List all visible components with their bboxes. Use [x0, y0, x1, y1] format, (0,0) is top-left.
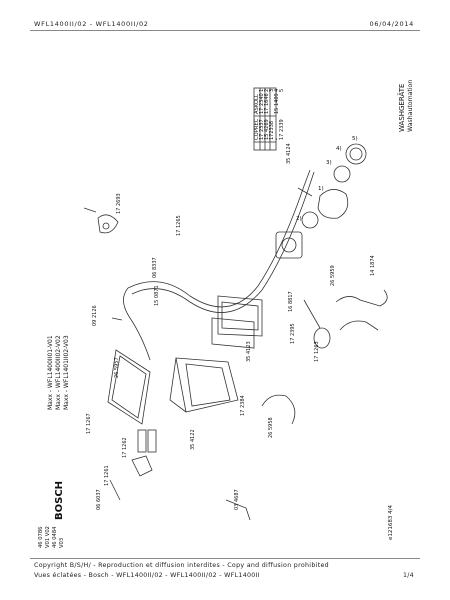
- table-row-2-num: 2: [264, 89, 270, 92]
- part-label: 09 2126: [92, 305, 98, 326]
- drawing-id: e121683 4/4: [388, 505, 394, 540]
- footer-divider: [30, 558, 420, 559]
- part-label: 17 1265: [176, 215, 182, 236]
- fd-code-1: 46 0786: [38, 527, 44, 548]
- product-group-en: Washautomation: [407, 80, 414, 132]
- part-label: 17 1263: [314, 341, 320, 362]
- table-row-1-num: 1: [259, 89, 265, 92]
- fd-code-3: 46 0484: [52, 526, 58, 548]
- part-label: 35 4123: [246, 341, 252, 362]
- dispenser-housing: [169, 357, 239, 413]
- valve-assembly: [83, 207, 119, 234]
- footer-subtitle: Vues éclatées - Bosch - WFL1400II/02 - W…: [34, 572, 260, 579]
- model-line-3: Maxx - WFL1401II02-V03: [63, 335, 70, 410]
- product-group-de: WASHGERÄTE: [397, 84, 406, 132]
- part-label: 35 4124: [286, 143, 292, 164]
- table-header-coprec: COPREC: [254, 118, 260, 140]
- part-label: 17 1262: [122, 437, 128, 458]
- fd-code-2: V01 V02: [45, 526, 51, 548]
- table-row-3-num: 3: [269, 89, 275, 92]
- callout-5: 5): [352, 136, 358, 142]
- table-row-1-askoll: 17 2340: [259, 93, 265, 114]
- table-header-askoll: ASKOLL: [254, 94, 260, 114]
- callout-1: 1): [318, 186, 324, 192]
- callout-3: 3): [326, 160, 332, 166]
- part-label: 17 1267: [86, 413, 92, 434]
- header-model: WFL1400II/02 - WFL1400II/02: [34, 20, 149, 28]
- page-number: 1/4: [402, 572, 414, 579]
- part-label: 03 4687: [234, 489, 240, 510]
- header-divider: [30, 30, 420, 31]
- table-row-3-coprec: 172338: [269, 121, 275, 140]
- part-label: 14 1874: [370, 255, 376, 276]
- part-label: 17 2395: [290, 323, 296, 344]
- part-label: 26 5959: [330, 265, 336, 286]
- footer-copyright: Copyright B/S/H/ - Reproduction et diffu…: [34, 562, 329, 569]
- table-row-5-coprec: 17 2339: [279, 119, 285, 140]
- parts-table: [253, 87, 277, 151]
- model-line-1: Maxx - WFL1400II01-V01: [47, 335, 54, 410]
- part-label: 17 2693: [116, 193, 122, 214]
- part-label: 26 5957: [114, 357, 120, 378]
- drain-pump: [275, 143, 367, 259]
- part-label: 26 5958: [268, 417, 274, 438]
- callout-2: 2): [296, 216, 302, 222]
- part-label: 06 6037: [96, 489, 102, 510]
- table-row-5-num: 5: [279, 89, 285, 92]
- hoses-lower: [261, 289, 388, 425]
- table-row-2-askoll: 17 1646: [264, 93, 270, 114]
- part-label: 16 8817: [288, 291, 294, 312]
- table-row-2-coprec: 15 4269: [264, 119, 270, 140]
- fd-code-4: V03: [59, 538, 65, 548]
- part-label: 17 1261: [104, 465, 110, 486]
- table-row-4-askoll: 15 1409: [274, 93, 280, 114]
- header-date: 06/04/2014: [369, 20, 414, 28]
- detergent-drawer: [211, 295, 263, 349]
- callout-4: 4): [336, 146, 342, 152]
- small-parts-left: [109, 317, 251, 521]
- part-label: 17 2384: [240, 395, 246, 416]
- table-row-1-coprec: 17 2337: [259, 119, 265, 140]
- model-line-2: Maxx - WFL1400II02-V02: [55, 335, 62, 410]
- part-label: 15 0871: [154, 285, 160, 306]
- table-row-4-num: 4: [274, 89, 280, 92]
- part-label: 35 4122: [190, 429, 196, 450]
- brand-logo: BOSCH: [54, 481, 65, 520]
- table-row-4-coprec: -: [274, 138, 280, 140]
- part-label: 06 8337: [152, 257, 158, 278]
- panel-frame: [107, 349, 151, 425]
